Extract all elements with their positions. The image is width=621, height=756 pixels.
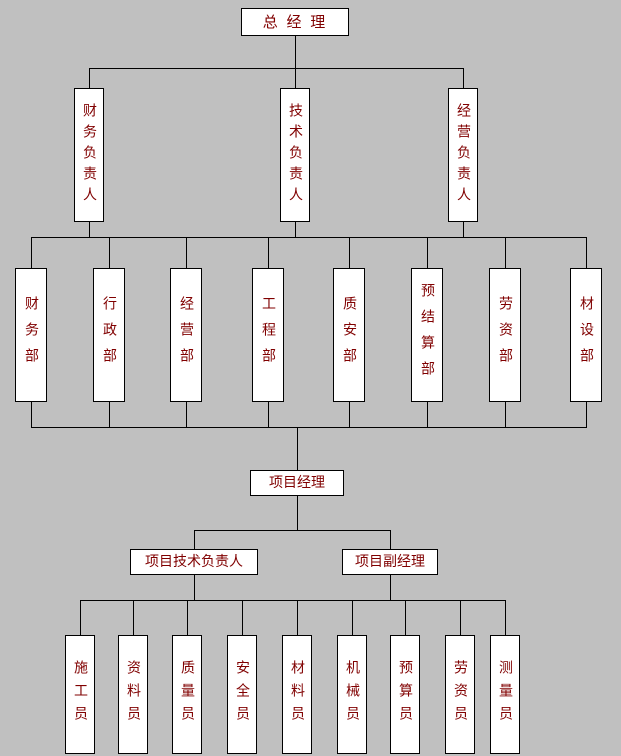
org-node-label: 工程部 <box>260 296 276 374</box>
connector-line <box>80 600 506 601</box>
connector-line <box>405 600 406 635</box>
org-node-label: 施工员 <box>72 660 88 729</box>
connector-line <box>186 402 187 427</box>
org-node-label: 劳资部 <box>497 296 513 374</box>
connector-line <box>89 68 90 88</box>
connector-line <box>349 402 350 427</box>
connector-line <box>505 600 506 635</box>
org-node-document-officer: 资料员 <box>118 635 148 754</box>
org-node-project-technical-lead: 项目技术负责人 <box>130 549 258 575</box>
org-node-label: 行政部 <box>101 296 117 374</box>
org-node-admin-dept: 行政部 <box>93 268 125 402</box>
org-node-label: 总 经 理 <box>262 12 328 31</box>
org-node-label: 财务部 <box>23 296 39 374</box>
connector-line <box>268 402 269 427</box>
org-node-general-manager: 总 经 理 <box>241 8 349 36</box>
connector-line <box>427 237 428 268</box>
connector-line <box>295 68 296 88</box>
org-node-label: 材料员 <box>289 660 305 729</box>
org-node-label: 测量员 <box>497 660 513 729</box>
org-node-label: 预算员 <box>397 660 413 729</box>
connector-line <box>194 575 195 600</box>
org-node-label: 项目经理 <box>269 475 325 491</box>
org-node-label: 经营部 <box>178 296 194 374</box>
connector-line <box>352 600 353 635</box>
org-node-engineering-dept: 工程部 <box>252 268 284 402</box>
org-node-label: 经营负责人 <box>455 102 471 208</box>
connector-line <box>268 237 269 268</box>
connector-line <box>505 402 506 427</box>
connector-line <box>390 530 391 549</box>
connector-line <box>133 600 134 635</box>
org-node-deputy-project-manager: 项目副经理 <box>342 549 438 575</box>
connector-line <box>109 237 110 268</box>
connector-line <box>390 575 391 600</box>
connector-line <box>31 427 587 428</box>
connector-line <box>80 600 81 635</box>
org-node-survey-officer: 测量员 <box>490 635 520 754</box>
connector-line <box>460 600 461 635</box>
org-node-project-manager: 项目经理 <box>250 470 344 496</box>
org-node-technical-lead: 技术负责人 <box>280 88 310 222</box>
connector-line <box>186 237 187 268</box>
connector-line <box>31 237 32 268</box>
connector-line <box>427 402 428 427</box>
org-node-labor-wages-dept: 劳资部 <box>489 268 521 402</box>
org-node-finance-dept: 财务部 <box>15 268 47 402</box>
connector-line <box>109 402 110 427</box>
org-node-safety-officer: 安全员 <box>227 635 257 754</box>
org-node-label: 项目副经理 <box>355 554 425 570</box>
org-node-finance-lead: 财务负责人 <box>74 88 104 222</box>
connector-line <box>31 402 32 427</box>
connector-line <box>187 600 188 635</box>
connector-line <box>194 530 391 531</box>
org-node-label: 材设部 <box>578 296 594 374</box>
org-node-labor-officer: 劳资员 <box>445 635 475 754</box>
org-node-construction-officer: 施工员 <box>65 635 95 754</box>
org-node-operations-dept: 经营部 <box>170 268 202 402</box>
connector-line <box>505 237 506 268</box>
connector-line <box>89 222 90 237</box>
org-node-label: 机械员 <box>344 660 360 729</box>
org-node-label: 预结算部 <box>419 283 435 387</box>
connector-line <box>242 600 243 635</box>
org-node-materials-equipment-dept: 材设部 <box>570 268 602 402</box>
connector-line <box>297 496 298 530</box>
connector-line <box>463 222 464 237</box>
org-node-quality-officer: 质量员 <box>172 635 202 754</box>
connector-line <box>295 222 296 237</box>
connector-line <box>297 600 298 635</box>
connector-line <box>31 237 587 238</box>
org-node-budget-settlement-dept: 预结算部 <box>411 268 443 402</box>
org-node-machinery-officer: 机械员 <box>337 635 367 754</box>
org-node-label: 安全员 <box>234 660 250 729</box>
org-node-label: 资料员 <box>125 660 141 729</box>
org-node-material-officer: 材料员 <box>282 635 312 754</box>
connector-line <box>295 36 296 68</box>
org-node-budget-officer: 预算员 <box>390 635 420 754</box>
org-node-label: 质安部 <box>341 296 357 374</box>
org-node-label: 项目技术负责人 <box>145 554 243 570</box>
connector-line <box>297 427 298 470</box>
connector-line <box>586 237 587 268</box>
connector-line <box>586 402 587 427</box>
org-node-operations-lead: 经营负责人 <box>448 88 478 222</box>
org-node-label: 财务负责人 <box>81 102 97 208</box>
org-node-label: 质量员 <box>179 660 195 729</box>
connector-line <box>89 68 464 69</box>
connector-line <box>194 530 195 549</box>
org-node-label: 劳资员 <box>452 660 468 729</box>
connector-line <box>463 68 464 88</box>
org-node-quality-safety-dept: 质安部 <box>333 268 365 402</box>
connector-line <box>349 237 350 268</box>
org-node-label: 技术负责人 <box>287 102 303 208</box>
